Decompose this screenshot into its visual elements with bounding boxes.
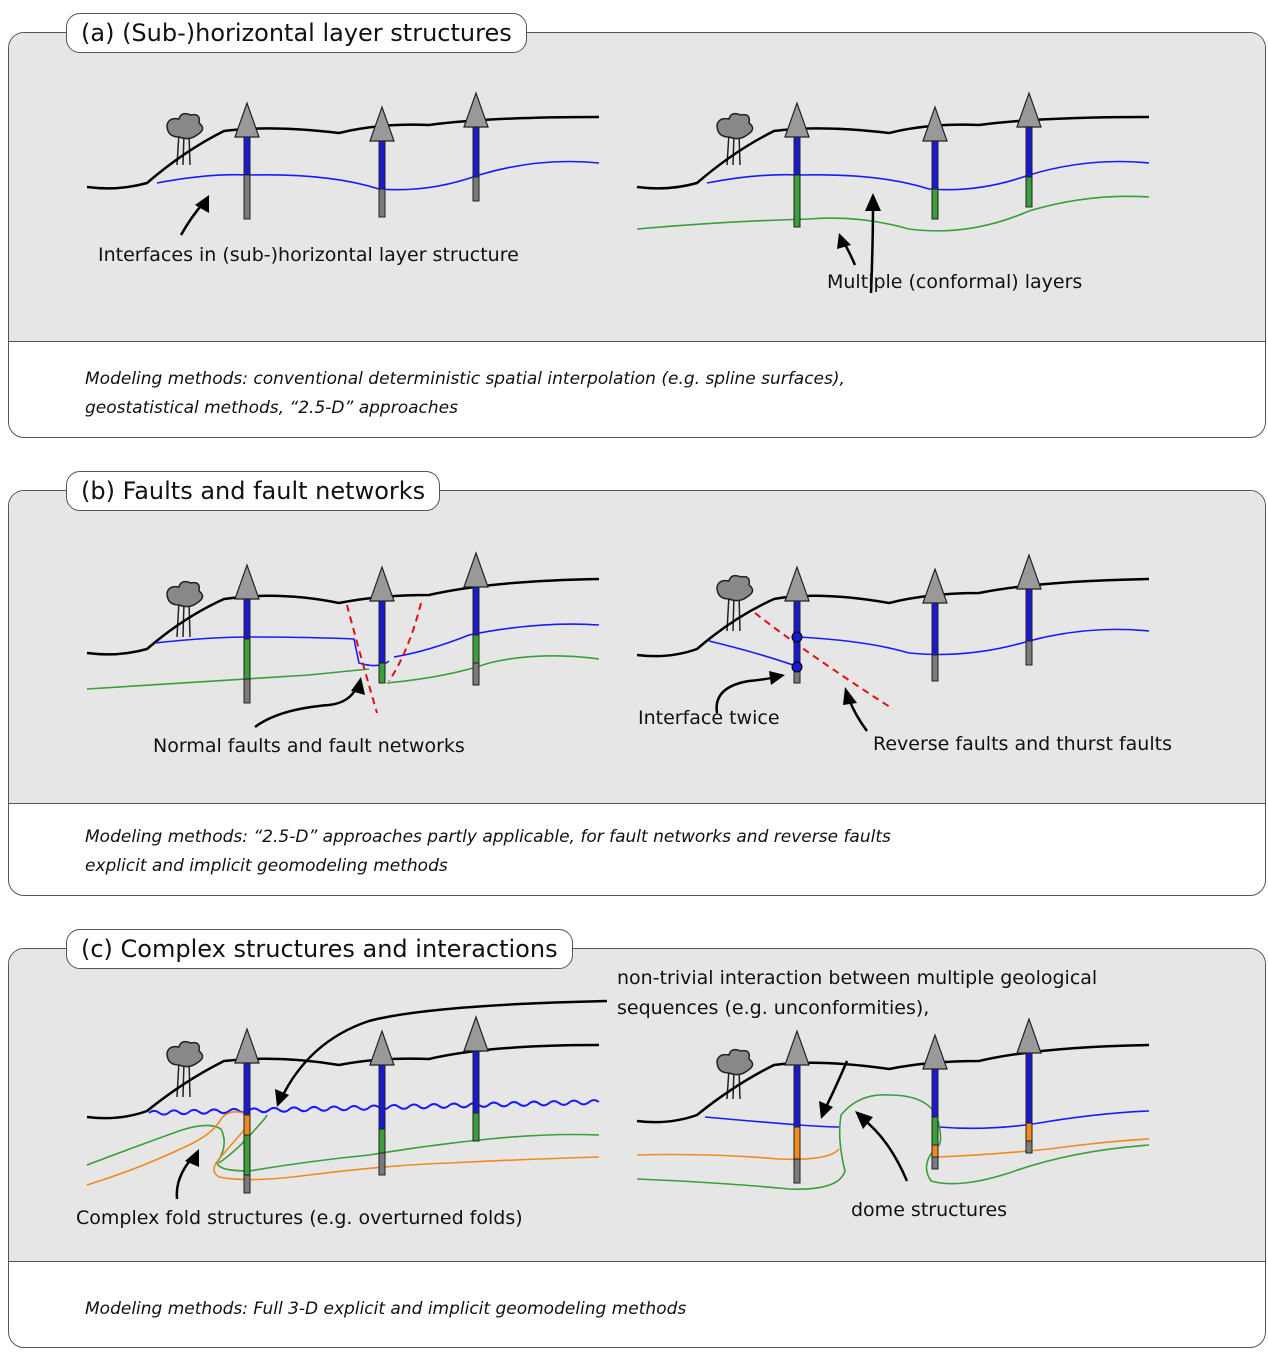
- arrowhead: [855, 1111, 873, 1129]
- borehole: [784, 101, 810, 228]
- panel-a: Interfaces in (sub-)horizontal layer str…: [8, 13, 1266, 438]
- label-normal-faults: Normal faults and fault networks: [153, 735, 465, 757]
- label-complex-folds: Complex fold structures (e.g. overturned…: [76, 1207, 523, 1229]
- borehole: [1016, 1017, 1042, 1154]
- arrowhead: [195, 195, 209, 213]
- fault-line: [388, 602, 422, 682]
- arrow: [823, 1060, 849, 1110]
- tree-icon: [716, 112, 754, 166]
- fault-line: [346, 604, 378, 714]
- arrowhead: [843, 687, 857, 705]
- panel-a-diagram: [86, 91, 1150, 294]
- arrowhead: [185, 1149, 199, 1167]
- borehole: [234, 101, 260, 220]
- layer-line: [386, 655, 600, 684]
- borehole: [922, 105, 948, 220]
- panel-title: (c) Complex structures and interactions: [66, 929, 573, 969]
- arrow: [862, 1118, 909, 1182]
- interface-line: [704, 1116, 840, 1128]
- borehole: [1016, 91, 1042, 208]
- borehole: [784, 565, 810, 684]
- panel-b-diagram: [86, 551, 1150, 732]
- arrowhead: [351, 677, 365, 695]
- interface-line: [708, 640, 800, 668]
- borehole: [784, 1029, 810, 1184]
- interface-line: [156, 160, 600, 191]
- borehole: [922, 567, 948, 682]
- panel-b: Normal faults and fault networks Interfa…: [8, 471, 1266, 896]
- tree-icon: [166, 580, 204, 638]
- label-interface-twice: Interface twice: [638, 707, 780, 729]
- borehole: [234, 1027, 260, 1194]
- borehole: [463, 1015, 489, 1142]
- arrowhead: [865, 193, 881, 211]
- terrain-line: [636, 1043, 1150, 1124]
- arrow: [254, 686, 359, 729]
- fold-layer-line: [218, 1114, 268, 1164]
- layer-line: [636, 1148, 840, 1161]
- fold-layer-line: [86, 1124, 600, 1172]
- label-interfaces: Interfaces in (sub-)horizontal layer str…: [98, 244, 519, 266]
- modeling-methods-text: Modeling methods: “2.5-D” approaches par…: [85, 827, 891, 876]
- tree-icon: [716, 1048, 754, 1100]
- panel-c-figure: Complex fold structures (e.g. overturned…: [9, 949, 1265, 1262]
- arrowhead: [819, 1101, 833, 1119]
- arrow: [869, 202, 875, 294]
- terrain-line: [636, 577, 1150, 658]
- borehole: [1016, 553, 1042, 666]
- arrowhead: [837, 233, 851, 249]
- borehole: [463, 551, 489, 686]
- tree-icon: [716, 574, 754, 632]
- fault-line: [754, 612, 894, 710]
- interface-line: [154, 636, 390, 667]
- layer-line: [86, 668, 370, 690]
- interface-line: [798, 628, 1150, 656]
- borehole: [922, 1033, 948, 1170]
- borehole: [234, 563, 260, 704]
- fold-layer-line: [86, 1111, 600, 1186]
- borehole: [463, 91, 489, 202]
- tree-icon: [166, 1040, 204, 1098]
- panel-title: (a) (Sub-)horizontal layer structures: [66, 13, 527, 53]
- arrowhead: [769, 671, 785, 685]
- interface-line: [706, 160, 1150, 191]
- layer-line: [636, 195, 1150, 232]
- borehole: [369, 1029, 395, 1176]
- interface-line: [393, 623, 600, 658]
- modeling-methods-text: Modeling methods: Full 3-D explicit and …: [85, 1299, 687, 1319]
- panel-a-figure: Interfaces in (sub-)horizontal layer str…: [9, 33, 1265, 342]
- terrain-line: [86, 1043, 600, 1120]
- arrow: [847, 698, 869, 732]
- label-non-trivial-interaction: non-trivial interaction between multiple…: [617, 967, 1098, 1019]
- tree-icon: [166, 112, 204, 166]
- terrain-line: [636, 115, 1150, 190]
- panel-b-figure: Normal faults and fault networks Interfa…: [9, 491, 1265, 804]
- terrain-line: [86, 115, 600, 190]
- unconformity-wavy-line: [148, 1099, 600, 1116]
- label-reverse-faults: Reverse faults and thurst faults: [873, 733, 1172, 755]
- interface-line: [938, 1110, 1150, 1130]
- label-dome-structures: dome structures: [851, 1199, 1008, 1221]
- modeling-methods-text: Modeling methods: conventional determini…: [85, 369, 845, 418]
- dome-layer-line: [636, 1094, 1150, 1190]
- layer-line: [936, 1138, 1150, 1158]
- borehole: [369, 105, 395, 218]
- panel-title: (b) Faults and fault networks: [66, 471, 441, 511]
- panel-c: Complex fold structures (e.g. overturned…: [8, 929, 1266, 1348]
- terrain-line: [86, 577, 600, 656]
- panel-c-diagram: [86, 999, 1150, 1200]
- arrowhead: [275, 1089, 289, 1107]
- arrow: [279, 999, 608, 1100]
- borehole: [369, 565, 395, 684]
- label-multiple-layers: Multiple (conformal) layers: [827, 271, 1083, 293]
